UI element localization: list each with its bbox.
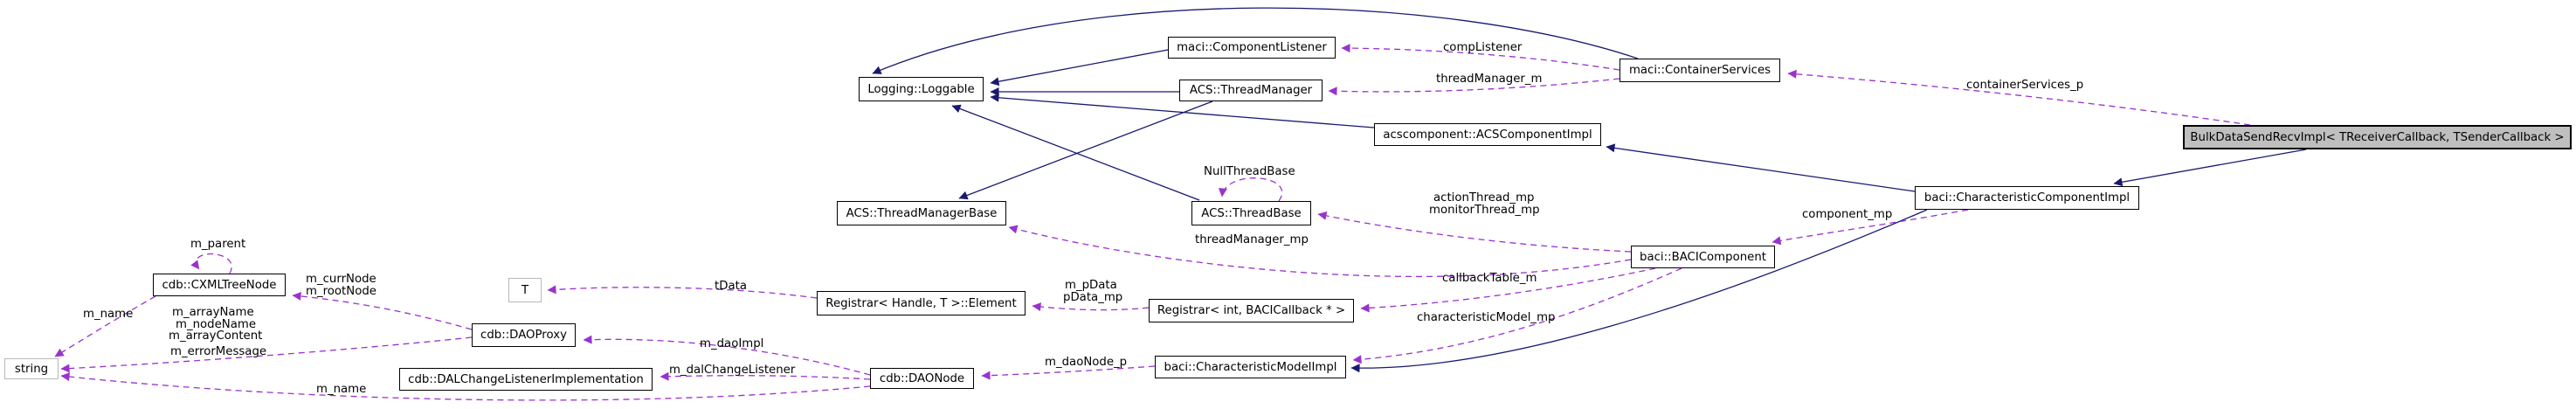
class-node-baci-baci-component[interactable]: baci::BACIComponent bbox=[1631, 246, 1775, 268]
usage-edge-baci-baci-component-to-baci-characteristic-model-impl bbox=[1352, 267, 1682, 364]
edge-label-m-pdata: m_pData bbox=[1065, 279, 1117, 292]
class-node-acscomponent-acs-component-impl[interactable]: acscomponent::ACSComponentImpl bbox=[1374, 123, 1601, 146]
inheritance-edge-acscomponent-acs-component-impl-to-logging-loggable bbox=[990, 93, 1375, 128]
class-node-cdb-cxml-tree-node[interactable]: cdb::CXMLTreeNode bbox=[153, 274, 286, 296]
usage-edge-cdb-dao-node-to-cdb-dal-change-listener-implementation bbox=[660, 371, 871, 381]
edge-label-m-nodename: m_nodeName bbox=[176, 318, 257, 331]
class-node-acs-thread-base[interactable]: ACS::ThreadBase bbox=[1191, 201, 1311, 225]
usage-edge-baci-baci-component-to-acs-thread-base bbox=[1317, 211, 1632, 253]
inheritance-edge-maci-component-listener-to-logging-loggable bbox=[990, 49, 1169, 87]
usage-edge-maci-container-services-to-maci-component-listener bbox=[1341, 44, 1620, 71]
class-node-acs-thread-manager-base[interactable]: ACS::ThreadManagerBase bbox=[837, 201, 1006, 225]
edge-label-threadmanager-m: threadManager_m bbox=[1436, 73, 1543, 86]
class-node-baci-characteristic-model-impl[interactable]: baci::CharacteristicModelImpl bbox=[1155, 356, 1346, 378]
class-node-std-string[interactable]: string bbox=[4, 358, 59, 379]
class-node-acs-thread-manager[interactable]: ACS::ThreadManager bbox=[1179, 80, 1323, 101]
edge-label-actionthread-mp: actionThread_mp bbox=[1433, 191, 1535, 204]
class-node-registrar-int-bacicallback[interactable]: Registrar< int, BACICallback * > bbox=[1149, 299, 1354, 322]
inheritance-edge-baci-characteristic-component-impl-to-baci-characteristic-model-impl bbox=[1350, 209, 1928, 373]
edge-label-threadmanager-mp: threadManager_mp bbox=[1195, 233, 1309, 246]
class-node-logging-loggable[interactable]: Logging::Loggable bbox=[859, 77, 984, 101]
edge-label-m-name: m_name bbox=[83, 308, 134, 321]
usage-edge-baci-baci-component-to-acs-thread-manager-base bbox=[1008, 225, 1632, 278]
usage-edge-cdb-cxml-tree-node-to-std-string bbox=[54, 295, 156, 357]
inheritance-edge-baci-characteristic-component-impl-to-acscomponent-acs-component-impl bbox=[1606, 143, 1916, 192]
edge-label-callbacktable-m: callbackTable_m bbox=[1442, 272, 1537, 285]
class-node-maci-component-listener[interactable]: maci::ComponentListener bbox=[1168, 37, 1336, 59]
usage-edge-maci-container-services-to-acs-thread-manager bbox=[1328, 78, 1620, 96]
inheritance-edge-bulk-data-send-recv-impl-to-baci-characteristic-component-impl bbox=[2113, 149, 2307, 187]
class-node-cdb-dal-change-listener-implementation[interactable]: cdb::DALChangeListenerImplementation bbox=[399, 368, 653, 391]
edge-label-m-arraycontent: m_arrayContent bbox=[169, 329, 263, 343]
inheritance-edge-acs-thread-base-to-logging-loggable bbox=[951, 104, 1200, 201]
edge-label-nullthreadbase: NullThreadBase bbox=[1204, 165, 1295, 178]
class-node-cdb-dao-proxy[interactable]: cdb::DAOProxy bbox=[472, 323, 576, 347]
edge-label-m-daonode-p: m_daoNode_p bbox=[1045, 356, 1128, 369]
edge-label-m-rootnode: m_rootNode bbox=[306, 285, 376, 298]
edge-label-tdata: tData bbox=[715, 280, 747, 293]
class-node-registrar-handle-t-element[interactable]: Registrar< Handle, T >::Element bbox=[817, 291, 1026, 315]
edge-label-monitorthread-mp: monitorThread_mp bbox=[1429, 204, 1540, 217]
usage-edge-acs-thread-base-to-acs-thread-base bbox=[1218, 177, 1282, 202]
inheritance-edge-acs-thread-manager-to-acs-thread-manager-base bbox=[958, 101, 1213, 200]
class-node-cdb-dao-node[interactable]: cdb::DAONode bbox=[870, 368, 974, 389]
usage-edge-baci-characteristic-component-impl-to-baci-baci-component bbox=[1771, 209, 1969, 246]
class-node-bulk-data-send-recv-impl: BulkDataSendRecvImpl< TReceiverCallback,… bbox=[2183, 125, 2572, 149]
usage-edge-baci-characteristic-model-impl-to-cdb-dao-node bbox=[981, 365, 1156, 380]
edge-label-m-currnode: m_currNode bbox=[306, 273, 376, 286]
usage-edge-cdb-dao-node-to-cdb-dao-proxy bbox=[583, 335, 871, 376]
usage-edge-bulk-data-send-recv-impl-to-maci-container-services bbox=[1787, 69, 2251, 126]
edge-label-complistener: compListener bbox=[1443, 41, 1523, 54]
edge-label-m-arrayname: m_arrayName bbox=[172, 306, 254, 319]
edge-label-characteristicmodel-mp: characteristicModel_mp bbox=[1417, 311, 1556, 324]
inheritance-edge-maci-container-services-to-logging-loggable bbox=[872, 7, 1639, 74]
class-node-maci-container-services[interactable]: maci::ContainerServices bbox=[1619, 59, 1780, 82]
class-node-baci-characteristic-component-impl[interactable]: baci::CharacteristicComponentImpl bbox=[1915, 186, 2139, 210]
edge-label-m-parent: m_parent bbox=[190, 238, 246, 251]
edge-label-pdata-mp: pData_mp bbox=[1063, 291, 1123, 304]
edge-label-m-daoimpl: m_daoImpl bbox=[700, 337, 764, 350]
edge-label-m-name: m_name bbox=[316, 383, 367, 396]
usage-edge-cdb-dao-node-to-std-string bbox=[60, 372, 871, 401]
edge-label-m-errormessage: m_errorMessage bbox=[170, 345, 267, 358]
usage-edge-cdb-dao-proxy-to-std-string bbox=[60, 336, 473, 373]
usage-edge-registrar-handle-t-element-to-template-t bbox=[547, 285, 818, 299]
usage-edge-registrar-int-bacicallback-to-registrar-handle-t-element bbox=[1032, 302, 1150, 312]
edge-label-m-dalchangelistener: m_dalChangeListener bbox=[669, 364, 796, 377]
usage-edge-cdb-dao-proxy-to-cdb-cxml-tree-node bbox=[292, 291, 473, 330]
class-node-template-t[interactable]: T bbox=[508, 278, 542, 302]
edge-label-component-mp: component_mp bbox=[1802, 208, 1893, 221]
usage-edge-cdb-cxml-tree-node-to-cdb-cxml-tree-node bbox=[190, 253, 232, 274]
edge-label-containerservices-p: containerServices_p bbox=[1966, 79, 2084, 92]
